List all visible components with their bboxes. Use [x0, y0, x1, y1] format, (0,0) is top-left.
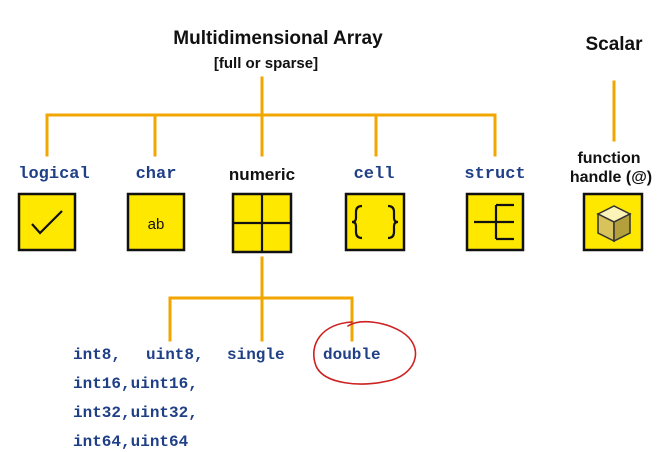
type-row-int64: int64,uint64: [73, 433, 189, 451]
highlight-circle: [313, 320, 417, 385]
char-type-box: ab: [126, 192, 186, 252]
numeric-type-box: [231, 192, 293, 254]
diagram-title: Multidimensional Array: [173, 28, 383, 49]
category-label-cell: cell: [354, 165, 395, 184]
grid-icon: [233, 194, 291, 252]
top-connectors: [45, 76, 616, 157]
type-row-int32: int32,uint32,: [73, 404, 198, 422]
ab-text-icon: ab: [148, 216, 165, 233]
numeric-subtypes-list: int8, uint8, single double int16,uint16,…: [73, 346, 381, 451]
function-handle-label-line1: function: [577, 150, 640, 167]
type-double: double: [323, 346, 381, 364]
category-label-numeric: numeric: [229, 165, 295, 184]
checkmark-icon: [31, 210, 63, 235]
char-box-frame: [126, 192, 186, 252]
struct-type-box: [465, 192, 525, 252]
function-handle-type-box: [582, 192, 644, 252]
braces-icon: [351, 204, 399, 240]
category-label-char: char: [136, 165, 177, 184]
cell-type-box: [344, 192, 406, 252]
cube-icon: [596, 205, 632, 243]
type-int8: int8,: [73, 346, 121, 364]
type-row-int16: int16,uint16,: [73, 375, 198, 393]
function-handle-label-line2: handle (@): [570, 169, 652, 186]
scalar-title: Scalar: [585, 34, 643, 55]
struct-tree-icon: [474, 203, 514, 241]
diagram-subtitle: [full or sparse]: [214, 55, 318, 72]
type-uint8: uint8,: [146, 346, 204, 364]
cell-box-frame: [344, 192, 406, 252]
category-label-struct: struct: [464, 165, 525, 184]
logical-box-frame: [17, 192, 77, 252]
category-label-logical: logical: [18, 165, 89, 184]
numeric-subtype-connectors: [168, 256, 354, 342]
type-single: single: [227, 346, 285, 364]
logical-type-box: [17, 192, 77, 252]
